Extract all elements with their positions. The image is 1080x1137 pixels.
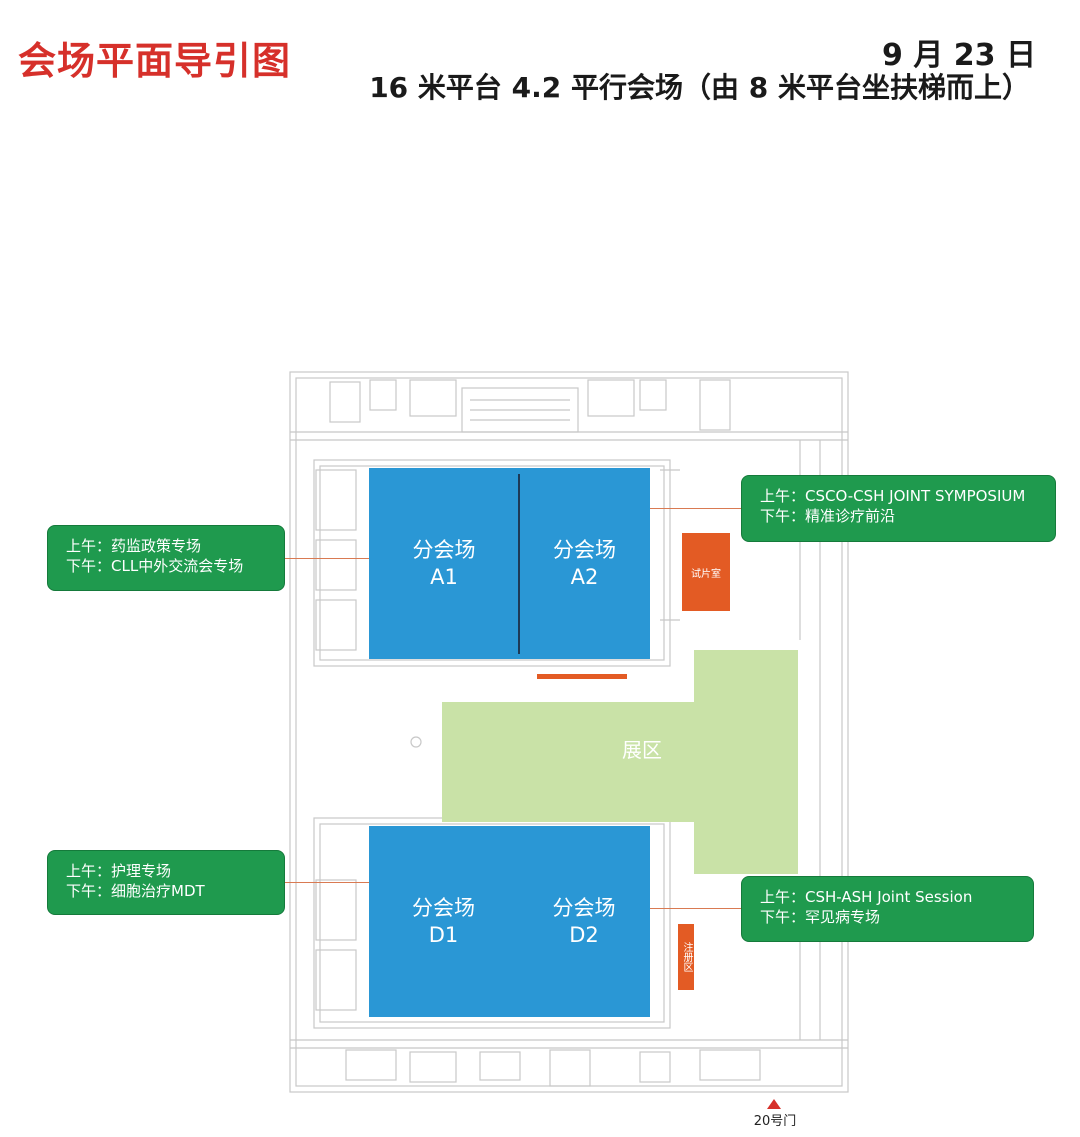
registration-area[interactable]: 注册区	[678, 924, 694, 990]
exhibition-area	[442, 650, 798, 874]
exhibition-label: 展区	[622, 738, 662, 762]
room-a2-name: 分会场	[553, 537, 616, 562]
room-a1-code: A1	[430, 564, 458, 589]
gate-label: 20号门	[753, 1114, 797, 1129]
room-d1[interactable]: 分会场 D1	[369, 826, 518, 1017]
room-d1-code: D1	[428, 922, 459, 947]
room-d2-name: 分会场	[552, 895, 616, 920]
room-a-divider	[518, 474, 520, 654]
room-a1-name: 分会场	[412, 537, 476, 562]
callout-d2-afternoon: 下午：罕见病专场	[760, 908, 881, 926]
room-d2[interactable]: 分会场 D2	[518, 826, 650, 1017]
gate-arrow-icon	[767, 1099, 781, 1109]
registration-area-label: 注册区	[681, 942, 692, 972]
preview-room-label: 试片室	[691, 568, 721, 580]
upper-facility-strip	[537, 674, 627, 679]
callout-a2-afternoon: 下午：精准诊疗前沿	[760, 507, 896, 525]
callout-d1-afternoon: 下午：细胞治疗MDT	[66, 882, 205, 900]
leader-d2	[650, 908, 741, 909]
room-d1-name: 分会场	[412, 895, 475, 920]
leader-a1	[285, 558, 369, 559]
leader-d1	[285, 882, 369, 883]
room-a2-code: A2	[570, 564, 599, 589]
room-a2[interactable]: 分会场 A2	[519, 468, 650, 659]
preview-room[interactable]: 试片室	[682, 533, 730, 611]
callout-d2-morning: 上午：CSH-ASH Joint Session	[760, 888, 973, 906]
callout-a2-morning: 上午：CSCO-CSH JOINT SYMPOSIUM	[760, 487, 1026, 505]
callout-a1-morning: 上午：药监政策专场	[66, 537, 202, 555]
room-a1[interactable]: 分会场 A1	[369, 468, 519, 659]
callout-a1: 上午：药监政策专场 下午：CLL中外交流会专场	[47, 525, 285, 591]
callout-d1-morning: 上午：护理专场	[66, 862, 172, 880]
date-label: 9 月 23 日	[882, 38, 1036, 73]
callout-a2: 上午：CSCO-CSH JOINT SYMPOSIUM 下午：精准诊疗前沿	[741, 475, 1056, 542]
room-d2-code: D2	[569, 922, 599, 947]
callout-d1: 上午：护理专场 下午：细胞治疗MDT	[47, 850, 285, 915]
leader-a2	[650, 508, 741, 509]
callout-a1-afternoon: 下午：CLL中外交流会专场	[66, 557, 244, 575]
page-title: 会场平面导引图	[18, 39, 292, 83]
venue-subtitle: 16 米平台 4.2 平行会场（由 8 米平台坐扶梯而上）	[369, 71, 1030, 104]
callout-d2: 上午：CSH-ASH Joint Session 下午：罕见病专场	[741, 876, 1034, 942]
